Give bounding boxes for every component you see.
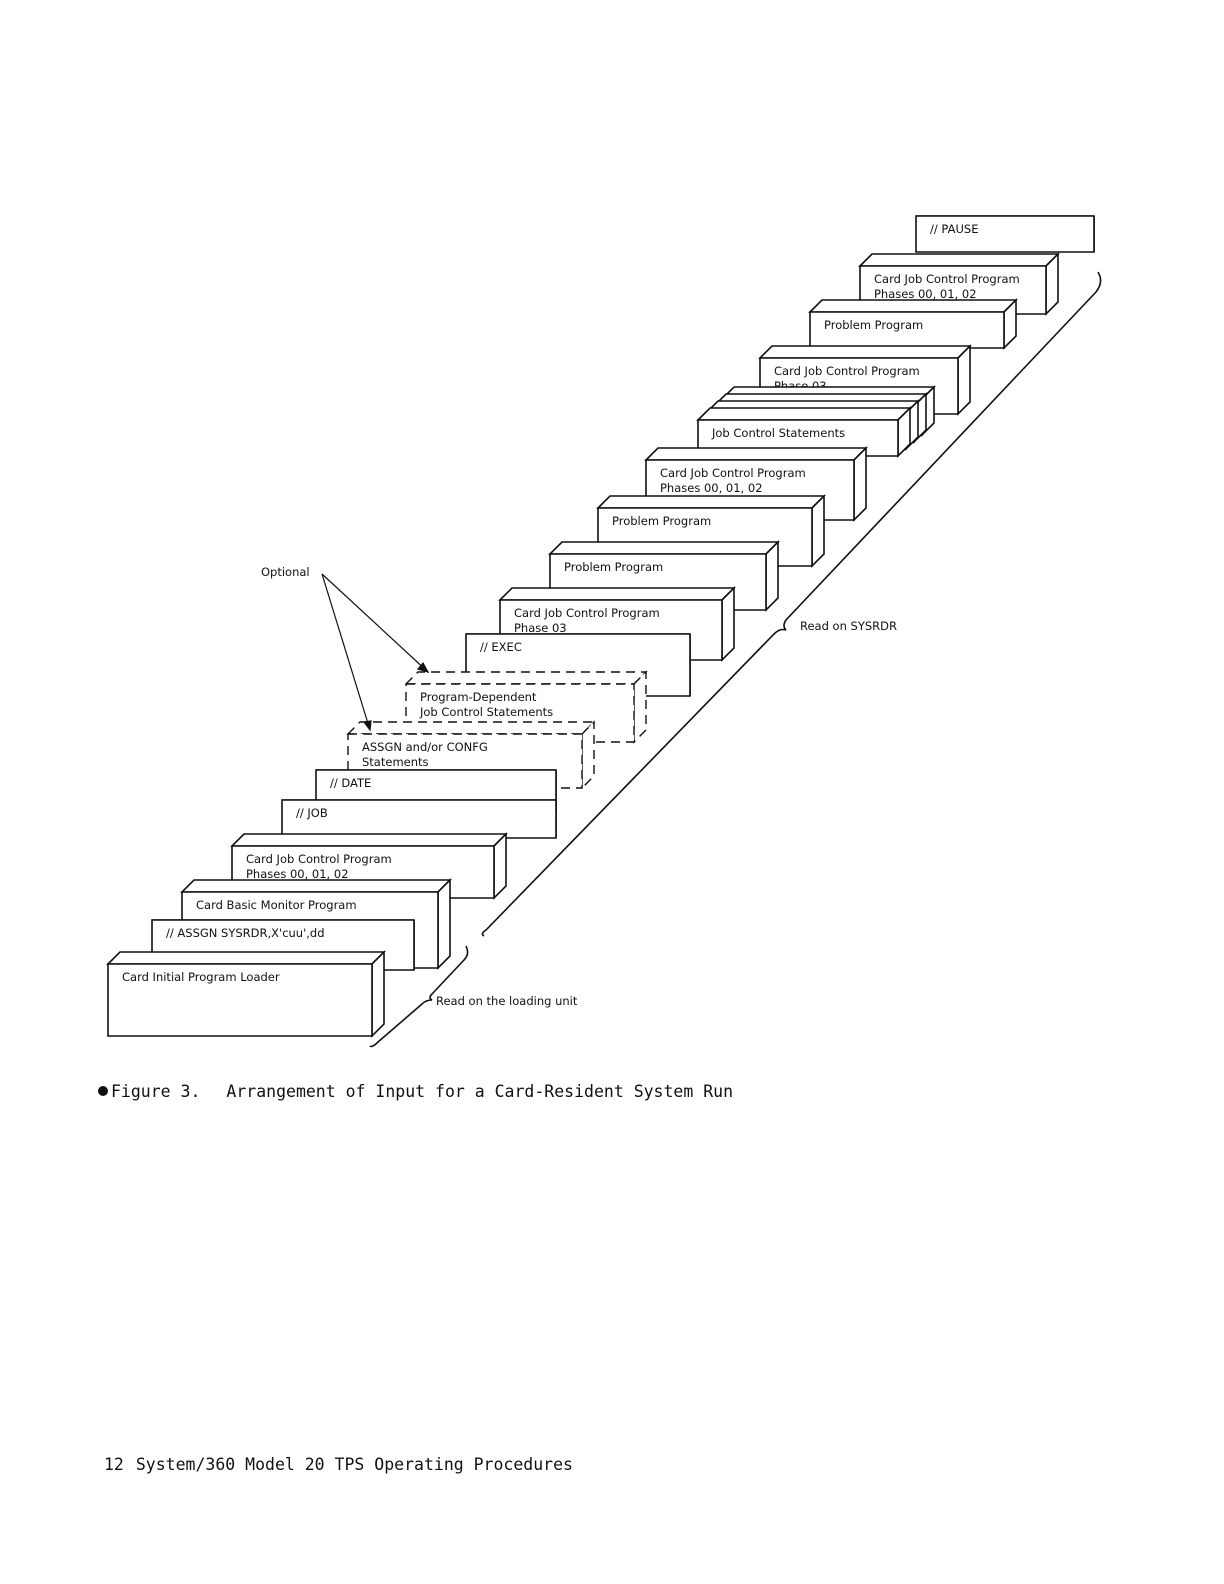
optional-arrow-upper (321, 573, 429, 673)
card-label: Program-Dependent (420, 690, 537, 704)
card-top-face (758, 345, 972, 359)
card-label: Card Job Control Program (514, 606, 660, 620)
page-number: 12 (104, 1455, 124, 1474)
sysrdr-brace (481, 271, 1102, 937)
card-label: Card Job Control Program (774, 364, 920, 378)
card-top-face (498, 587, 736, 601)
card-side-face (581, 720, 595, 790)
card-label: Card Job Control Program (246, 852, 392, 866)
card-label: Phases 00, 01, 02 (246, 867, 349, 881)
card-label: Statements (362, 755, 429, 769)
card-label: // DATE (330, 776, 371, 790)
card-side-face (765, 540, 779, 612)
card-top-face (346, 721, 596, 735)
card-label: Phases 00, 01, 02 (874, 287, 977, 301)
page-footer: 12 System/360 Model 20 TPS Operating Proc… (104, 1455, 573, 1474)
card-side-face (811, 494, 825, 568)
figure-caption: Figure 3. Arrangement of Input for a Card… (98, 1082, 733, 1101)
card-label: // PAUSE (930, 222, 978, 236)
card-side-face (853, 446, 867, 522)
caption-number: Figure 3. (111, 1082, 201, 1101)
card-front-face (281, 799, 557, 839)
loading-unit-brace (369, 945, 469, 1048)
card-label: // ASSGN SYSRDR,X'cuu',dd (166, 926, 325, 940)
card-top-face (106, 951, 386, 965)
card-top-face (808, 299, 1018, 313)
card-label: Problem Program (564, 560, 663, 574)
card-label: Phases 00, 01, 02 (660, 481, 763, 495)
card-front-face (915, 215, 1095, 253)
card-label: Card Initial Program Loader (122, 970, 280, 984)
card-top-face (180, 879, 452, 893)
card-problem-1: Problem Program (808, 298, 1018, 350)
card-label: // JOB (296, 806, 328, 820)
card-top-face (696, 407, 912, 421)
card-label: Job Control Statements (419, 705, 553, 719)
arrowhead-upper (416, 661, 430, 673)
card-side-face (721, 586, 735, 662)
card-label: // EXEC (480, 640, 522, 654)
card-top-face (858, 253, 1060, 267)
optional-annotation (321, 573, 430, 732)
card-label: Card Basic Monitor Program (196, 898, 357, 912)
card-front-face (697, 419, 899, 457)
card-top-face (404, 671, 648, 685)
card-top-face (596, 495, 826, 509)
card-label: Phase 03 (514, 621, 567, 635)
card-top-face (548, 541, 780, 555)
caption-text: Arrangement of Input for a Card-Resident… (226, 1082, 734, 1101)
arrowhead-lower (362, 720, 372, 732)
card-label: Card Job Control Program (660, 466, 806, 480)
card-side-face (957, 344, 971, 416)
card-side-face (633, 670, 647, 744)
card-job-control-stmts: Job Control Statements (696, 385, 936, 458)
optional-arrow-lower (321, 573, 371, 731)
optional-label: Optional (261, 565, 310, 579)
bullet-icon (98, 1086, 108, 1096)
loading-unit-label: Read on the loading unit (436, 994, 578, 1008)
card-front-face (107, 963, 373, 1037)
card-front-face (809, 311, 1005, 349)
card-top-face (644, 447, 868, 461)
sysrdr-label: Read on SYSRDR (800, 619, 897, 633)
card-label: Job Control Statements (711, 426, 845, 440)
card-side-face (371, 950, 385, 1038)
card-side-face (437, 878, 451, 970)
card-initial-loader: Card Initial Program Loader (106, 950, 386, 1038)
card-side-face (493, 832, 507, 900)
footer-title: System/360 Model 20 TPS Operating Proced… (135, 1455, 573, 1474)
card-label: ASSGN and/or CONFG (362, 740, 488, 754)
card-label: Card Job Control Program (874, 272, 1020, 286)
card-label: Problem Program (824, 318, 923, 332)
card-pause: // PAUSE (915, 215, 1095, 253)
card-top-face (230, 833, 508, 847)
card-job: // JOB (281, 799, 557, 839)
card-label: Problem Program (612, 514, 711, 528)
